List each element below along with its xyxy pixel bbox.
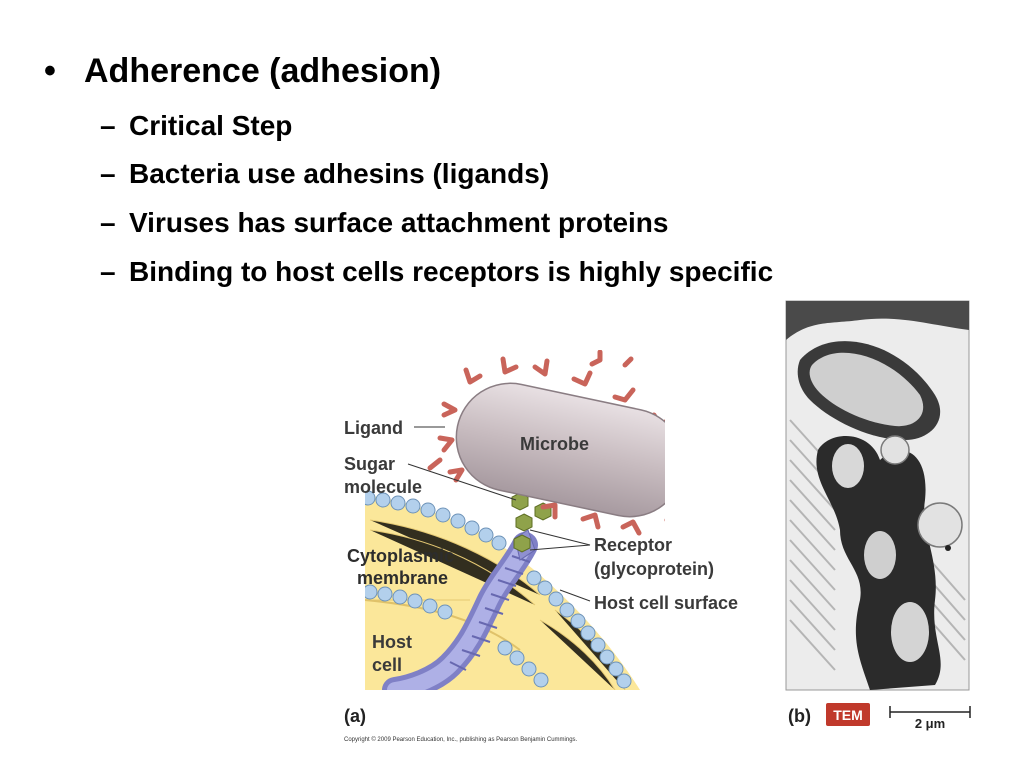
heading-text: Adherence (adhesion)	[84, 52, 442, 90]
dash-marker: –	[100, 256, 116, 287]
tem-badge-text: TEM	[833, 707, 863, 723]
microbe-cell-icon	[455, 382, 665, 518]
subpoint-text: Bacteria use adhesins (ligands)	[129, 158, 550, 189]
label-host: Host	[372, 632, 412, 652]
subpoint-text: Critical Step	[129, 110, 293, 141]
label-sugar-line1: Sugar	[344, 454, 395, 474]
tem-badge: TEM	[826, 703, 870, 726]
panel-a-diagram	[365, 350, 665, 690]
copyright-text: Copyright © 2009 Pearson Education, Inc.…	[344, 736, 578, 743]
dash-marker: –	[100, 207, 116, 238]
tem-micrograph-icon	[785, 300, 970, 691]
label-sugar-line2: molecule	[344, 477, 422, 497]
leader-lines	[407, 426, 591, 602]
label-receptor: Receptor	[594, 535, 672, 555]
label-membrane: membrane	[357, 568, 448, 588]
ligand-spikes	[427, 350, 665, 536]
label-cell: cell	[372, 655, 402, 675]
label-panel-a: (a)	[344, 706, 366, 726]
dash-marker: –	[100, 158, 116, 189]
dash-marker: –	[100, 110, 116, 141]
label-host-surface: Host cell surface	[594, 593, 738, 613]
scale-label: 2 μm	[915, 716, 945, 731]
label-cytoplasmic: Cytoplasmic	[347, 546, 454, 566]
label-ligand: Ligand	[344, 418, 403, 438]
membrane-beads-outer	[365, 490, 632, 689]
label-panel-b: (b)	[788, 706, 811, 726]
label-microbe: Microbe	[520, 434, 589, 454]
subpoint-text: Binding to host cells receptors is highl…	[129, 256, 774, 287]
subpoint-text: Viruses has surface attachment proteins	[129, 207, 669, 238]
membrane-beads-inner	[365, 584, 549, 688]
bullet-dot: •	[44, 52, 56, 90]
label-glycoprotein: (glycoprotein)	[594, 559, 714, 579]
scale-bar	[889, 706, 971, 718]
